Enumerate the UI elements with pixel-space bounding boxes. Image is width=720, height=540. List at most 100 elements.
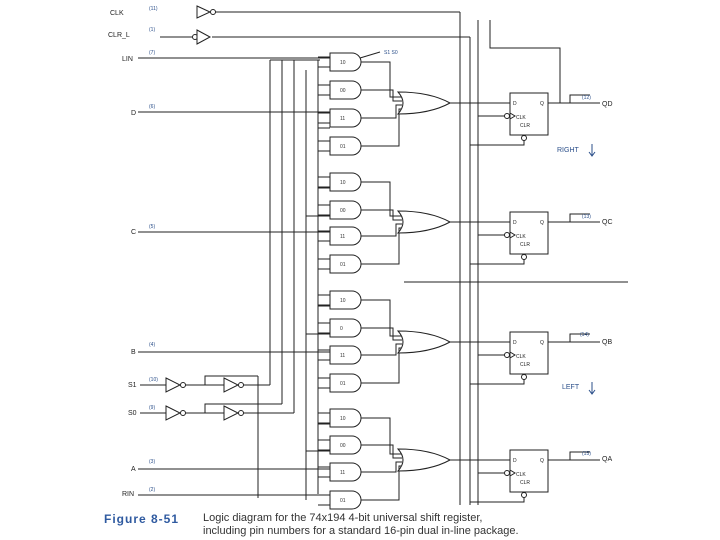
qc-pin: (13) <box>582 214 591 220</box>
a-label: A <box>131 466 136 473</box>
ff-clk-label: CLK <box>516 115 526 121</box>
ff-d-label: D <box>513 220 517 226</box>
and-gate-8: 01 <box>318 227 402 274</box>
ff-q-label: Q <box>540 340 544 346</box>
s0-label: S0 <box>128 410 137 417</box>
and-gate-13: 10 <box>318 408 402 455</box>
ff-q-label: Q <box>540 458 544 464</box>
and-gate-9: 10 <box>318 290 402 337</box>
and-gate-1: 10 <box>318 52 402 98</box>
b-label: B <box>131 349 136 356</box>
and-gate-code: 0 <box>340 326 343 332</box>
clr-l-label: CLR_L <box>108 32 130 39</box>
or-gate-3 <box>396 330 510 354</box>
and-gate-code: 11 <box>340 234 345 240</box>
and-gate-6: 00 <box>318 200 402 221</box>
c-pin: (5) <box>149 224 155 230</box>
and-gate-code: 01 <box>340 381 346 387</box>
or-gate-4 <box>396 448 510 472</box>
s1-pin: (10) <box>149 377 158 383</box>
ff-clr-label: CLR <box>520 362 530 368</box>
and-gate-code: 11 <box>340 353 345 359</box>
ff-d-label: D <box>513 340 517 346</box>
and-gate-11: 11 <box>318 343 402 365</box>
s1-inverters <box>140 375 270 393</box>
ff-clk-label: CLK <box>516 234 526 240</box>
d-label: D <box>131 110 136 117</box>
qc-label: QC <box>602 219 613 226</box>
or-gate-2 <box>396 210 510 234</box>
select-leader <box>359 51 381 59</box>
feedback-wires <box>305 20 561 500</box>
and-gate-code: 01 <box>340 144 346 150</box>
ff-clr-label: CLR <box>520 480 530 486</box>
rin-label: RIN <box>122 491 134 498</box>
ff-clk-label: CLK <box>516 354 526 360</box>
and-gate-4: 01 <box>318 108 402 156</box>
clk-pin: (11) <box>149 6 158 12</box>
and-gate-code: 00 <box>340 443 346 449</box>
d-pin: (6) <box>149 104 155 110</box>
select-label: S1 S0 <box>384 50 398 56</box>
select-bus <box>257 59 320 498</box>
and-gate-code: 00 <box>340 88 346 94</box>
clr-l-buffer <box>160 29 212 45</box>
and-gate-code: 01 <box>340 498 346 504</box>
ff-clk-label: CLK <box>516 472 526 478</box>
ff-q-label: Q <box>540 101 544 107</box>
and-gate-16: 01 <box>318 465 402 510</box>
and-gate-code: 10 <box>340 298 346 304</box>
qd-label: QD <box>602 101 613 108</box>
rin-pin: (2) <box>149 487 155 493</box>
and-gate-code: 01 <box>340 262 346 268</box>
figure-caption-label: Figure 8-51 <box>104 512 180 526</box>
ff-d-label: D <box>513 458 517 464</box>
lin-pin: (7) <box>149 50 155 56</box>
and-gate-14: 00 <box>318 435 402 459</box>
s0-inverters <box>140 403 294 421</box>
and-gate-15: 11 <box>318 461 402 482</box>
and-gate-5: 10 <box>318 172 402 217</box>
qa-pin: (15) <box>582 451 591 457</box>
and-gate-code: 10 <box>340 60 346 66</box>
shift-right-label: RIGHT <box>557 147 580 154</box>
qb-label: QB <box>602 339 612 346</box>
or-gate-1 <box>396 91 510 115</box>
flip-flop-qd: D Q CLK CLR <box>470 92 600 146</box>
flip-flop-qa: D Q CLK CLR <box>470 449 600 503</box>
clock-clear-bus <box>212 11 628 505</box>
lin-label: LIN <box>122 56 133 63</box>
and-gate-code: 11 <box>340 470 345 476</box>
and-gate-code: 10 <box>340 416 346 422</box>
flip-flop-qc: D Q CLK CLR <box>470 211 600 265</box>
qb-pin: (14) <box>580 332 589 338</box>
clr-l-pin: (1) <box>149 27 155 33</box>
and-gate-12: 01 <box>318 347 402 393</box>
flip-flop-qb: D Q CLK CLR <box>470 331 600 385</box>
qa-label: QA <box>602 456 612 463</box>
figure-caption-text: Logic diagram for the 74x194 4-bit unive… <box>203 512 519 537</box>
and-gate-code: 00 <box>340 208 346 214</box>
shift-right-arrow <box>588 144 596 157</box>
c-label: C <box>131 229 136 236</box>
and-gate-2: 00 <box>318 80 402 102</box>
shift-left-label: LEFT <box>562 384 580 391</box>
clk-label: CLK <box>110 10 124 17</box>
shift-left-arrow <box>588 382 596 395</box>
ff-clr-label: CLR <box>520 242 530 248</box>
b-pin: (4) <box>149 342 155 348</box>
and-gate-code: 11 <box>340 116 345 122</box>
s1-label: S1 <box>128 382 137 389</box>
clk-buffer <box>196 5 216 19</box>
and-gate-10: 0 <box>318 318 402 341</box>
and-gate-code: 10 <box>340 180 346 186</box>
and-gate-7: 11 <box>318 223 402 246</box>
ff-clr-label: CLR <box>520 123 530 129</box>
ff-d-label: D <box>513 101 517 107</box>
ff-q-label: Q <box>540 220 544 226</box>
s0-pin: (9) <box>149 405 155 411</box>
a-pin: (3) <box>149 459 155 465</box>
and-gate-3: 11 <box>318 104 402 128</box>
qd-pin: (12) <box>582 95 591 101</box>
